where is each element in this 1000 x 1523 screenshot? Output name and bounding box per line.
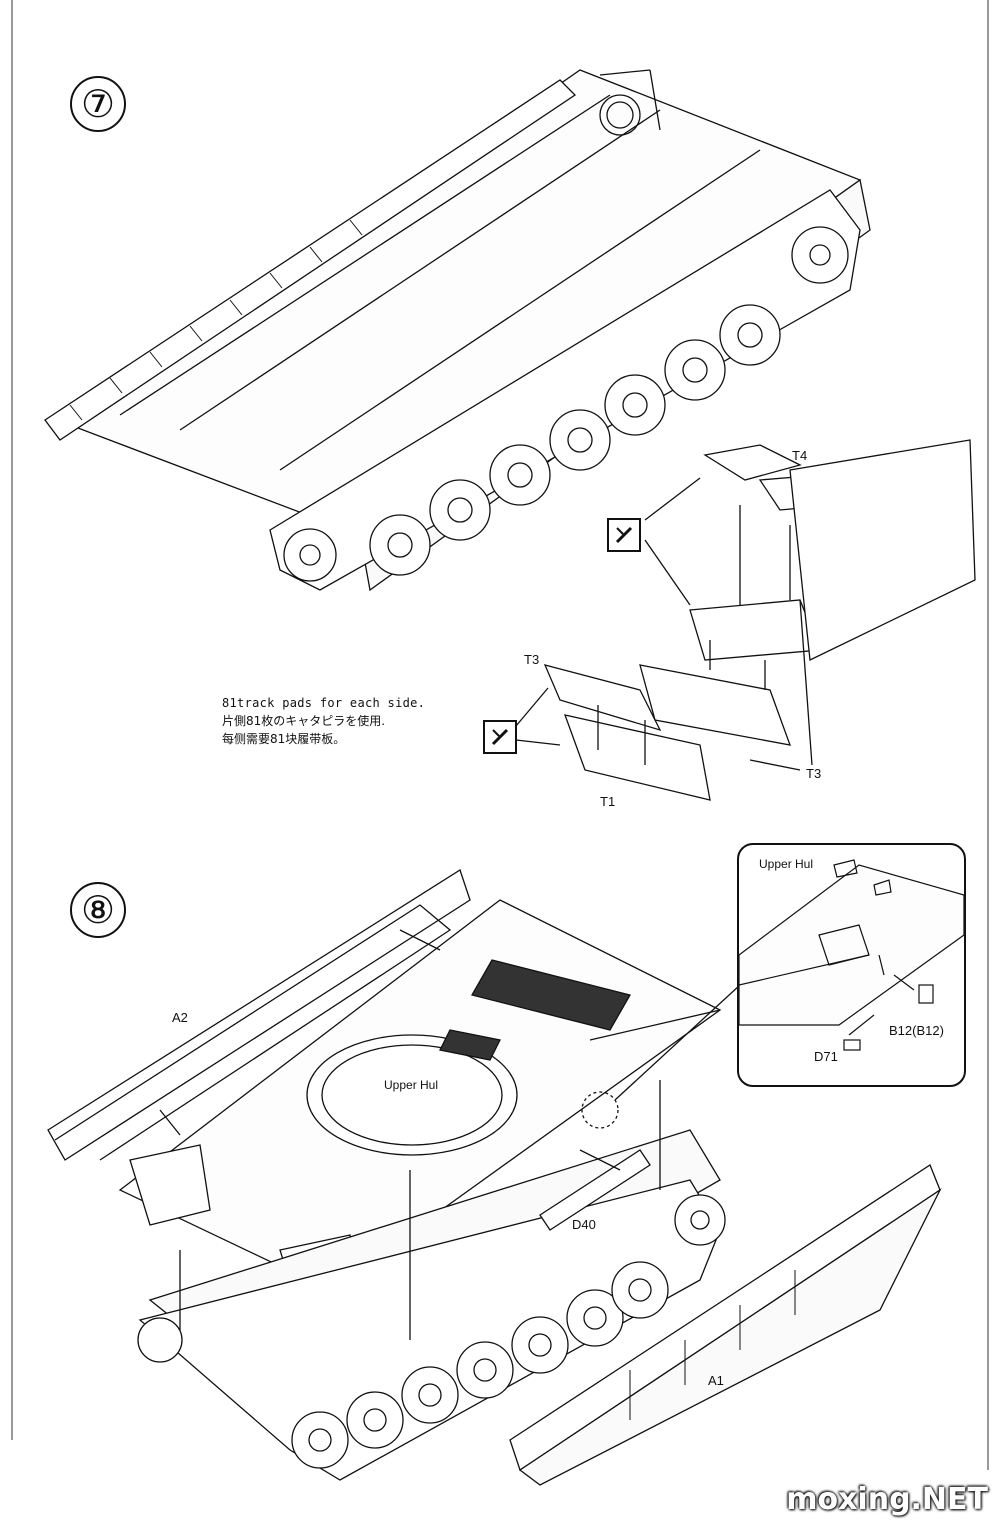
side-cutter-icon bbox=[483, 720, 517, 754]
inset-upper-hull-label: Upper Hul bbox=[759, 857, 814, 871]
note-chinese: 每侧需要81块履带板。 bbox=[222, 732, 346, 746]
part-label-a1: A1 bbox=[708, 1373, 724, 1388]
side-cutter-icon bbox=[607, 518, 641, 552]
detail-inset: Upper Hul D71 B12(B12) bbox=[737, 843, 966, 1087]
note-english: 81track pads for each side. bbox=[222, 696, 426, 710]
upper-hull-label: Upper Hul bbox=[384, 1078, 439, 1092]
track-pad-note: 81track pads for each side. 片側81枚のキャタピラを… bbox=[222, 694, 425, 748]
note-japanese: 片側81枚のキャタピラを使用. bbox=[222, 714, 386, 728]
part-label-b12: B12(B12) bbox=[889, 1023, 944, 1038]
part-label-a2: A2 bbox=[172, 1010, 188, 1025]
watermark: moxing.NET bbox=[786, 1482, 988, 1517]
part-label-t1: T1 bbox=[600, 794, 616, 809]
part-label-t3: T3 bbox=[806, 766, 822, 781]
part-label-t3: T3 bbox=[524, 652, 540, 667]
step-7-hull-drawing bbox=[44, 69, 976, 801]
inset-drawing bbox=[739, 859, 964, 1051]
step-8-number: ⑧ bbox=[70, 882, 126, 938]
part-label-t4: T4 bbox=[792, 448, 808, 463]
part-label-d71: D71 bbox=[814, 1049, 838, 1064]
step-7-number: ⑦ bbox=[70, 76, 126, 132]
part-label-d40: D40 bbox=[572, 1217, 596, 1232]
